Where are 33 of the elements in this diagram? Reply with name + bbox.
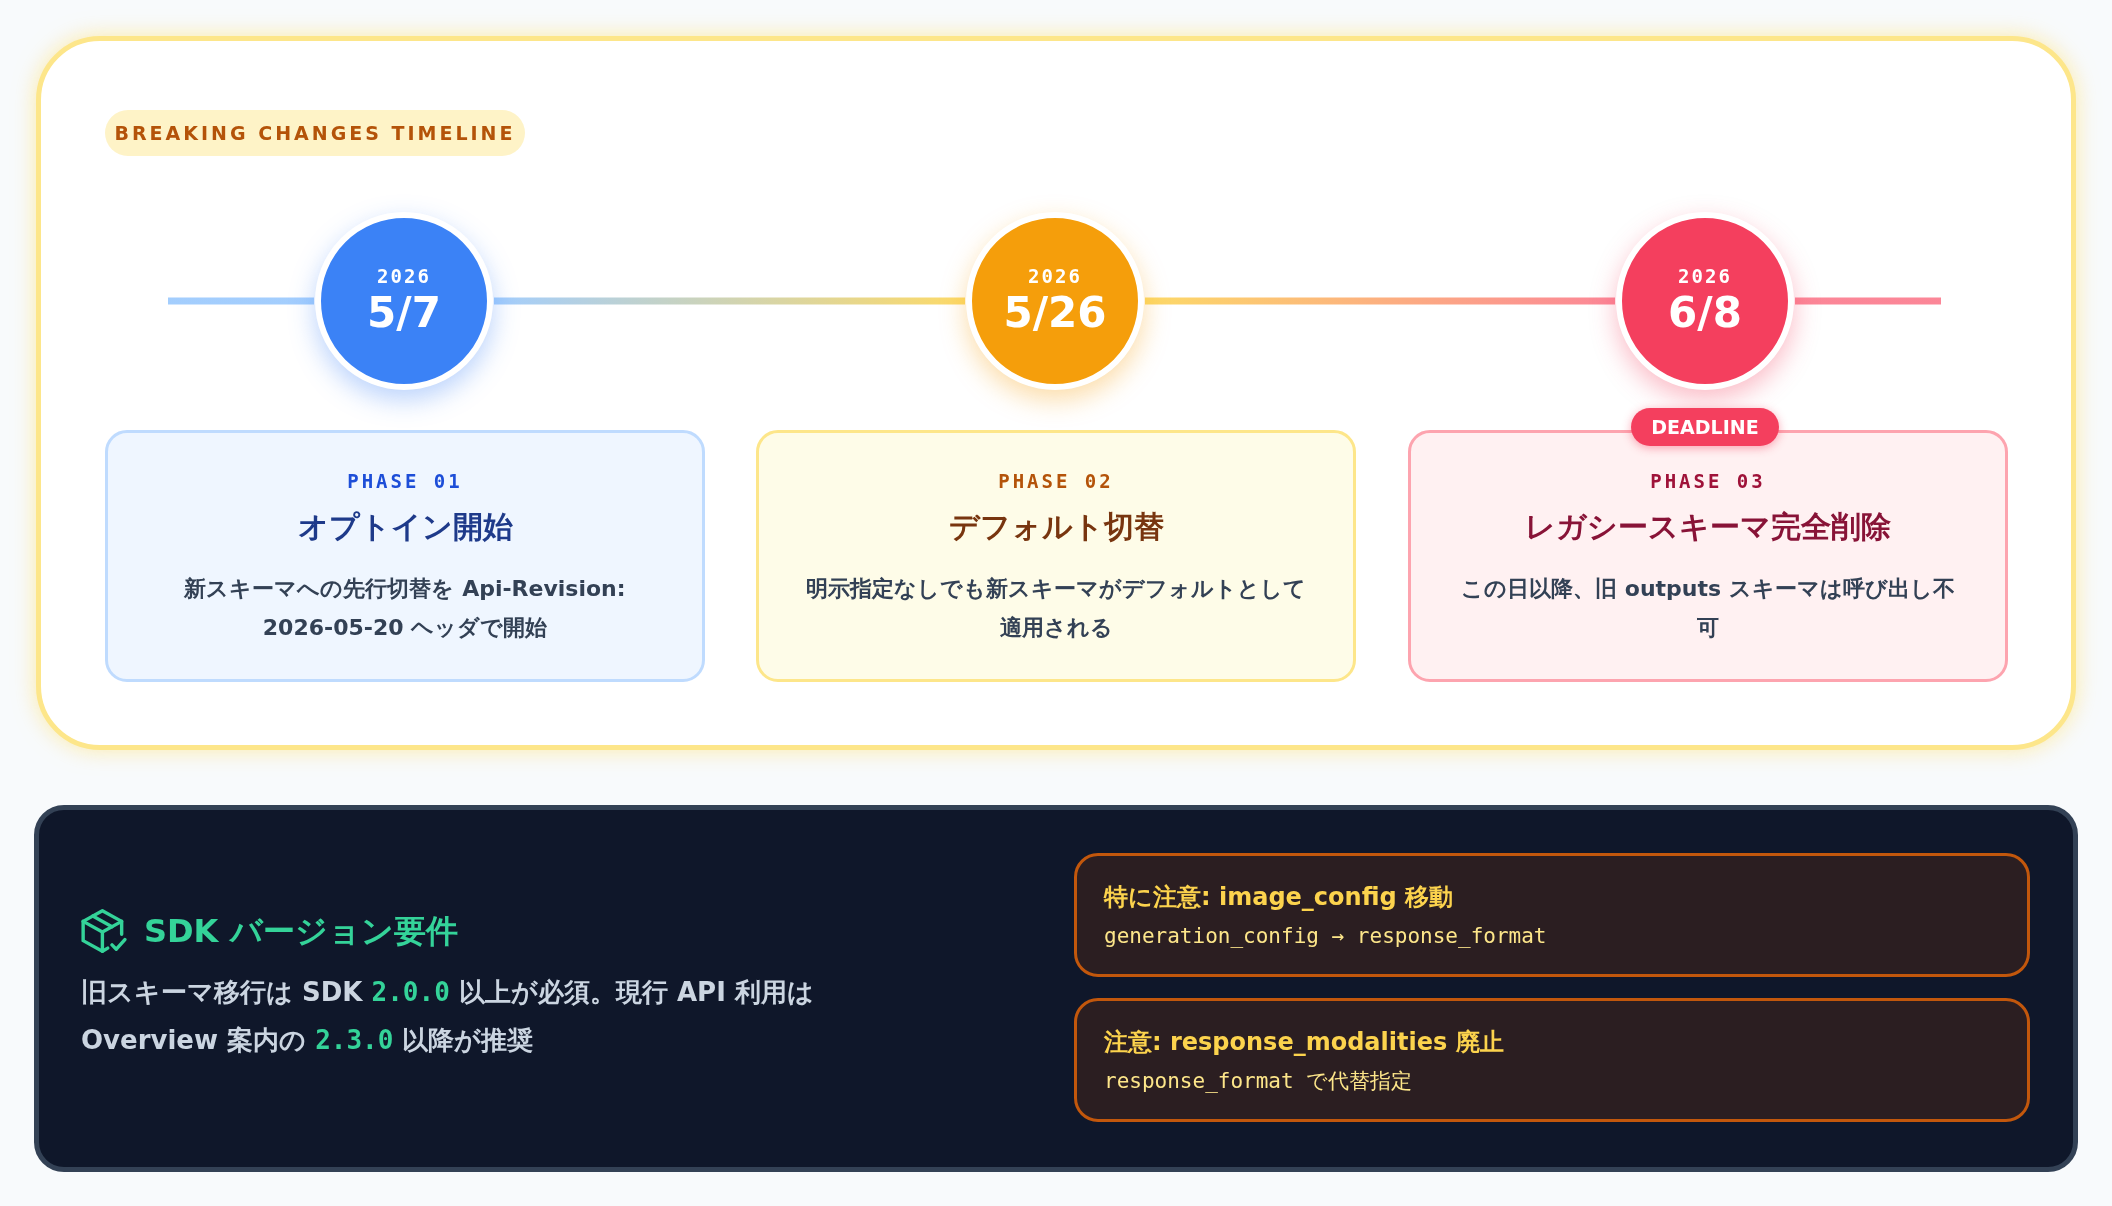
requirements-panel <box>34 805 2078 1172</box>
phase-description: この日以降、旧 outputs スキーマは呼び出し不可 <box>1460 575 1956 642</box>
phase-title: デフォルト切替 <box>948 508 1164 546</box>
phase-card <box>756 430 1356 682</box>
note-title: 注意: response_modalities 廃止 <box>1104 1027 1505 1058</box>
timeline-panel <box>36 36 2076 750</box>
phase-label: PHASE 02 <box>998 469 1114 494</box>
note-code: response_format で代替指定 <box>1104 1068 1414 1095</box>
year-label: 2026 <box>1028 264 1082 288</box>
phase-label: PHASE 01 <box>347 469 463 494</box>
phase-label: PHASE 03 <box>1650 469 1766 494</box>
phase-title: レガシースキーマ完全削除 <box>1525 508 1891 546</box>
phase-description: 明示指定なしでも新スキーマがデフォルトとして適用される <box>805 575 1307 642</box>
requirement-text: 旧スキーマ移行は SDK 2.0.0 以上が必須。現行 API 利用は Overview 案内の 2.3.0 以降が推奨 <box>81 976 815 1057</box>
phase-card <box>105 430 705 682</box>
warning-note <box>1074 998 2030 1122</box>
timeline-line <box>168 297 314 305</box>
deadline-badge: DEADLINE <box>1631 408 1779 446</box>
timeline-line <box>494 297 965 305</box>
section-badge: BREAKING CHANGES TIMELINE <box>105 110 525 156</box>
note-title: 特に注意: image_config 移動 <box>1104 882 1454 913</box>
phase-title: オプトイン開始 <box>297 508 513 546</box>
note-code: generation_config → response_format <box>1104 923 1548 950</box>
warning-note <box>1074 853 2030 977</box>
date-label: 5/7 <box>367 288 441 338</box>
section-heading: SDK バージョン要件 <box>144 911 458 952</box>
date-label: 5/26 <box>1003 288 1107 338</box>
timeline-line <box>1145 297 1615 305</box>
year-label: 2026 <box>377 264 431 288</box>
timeline-line <box>1795 297 1941 305</box>
phase-description: 新スキーマへの先行切替を Api-Revision: 2026-05-20 ヘッダで開始 <box>183 575 627 642</box>
year-label: 2026 <box>1678 264 1732 288</box>
date-label: 6/8 <box>1668 288 1742 338</box>
